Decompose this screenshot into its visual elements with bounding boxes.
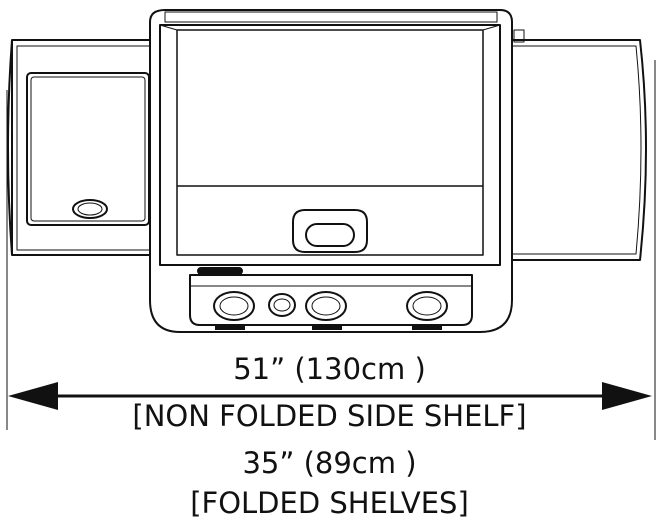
folded-dimension-label: 35” (89cm ) xyxy=(242,446,417,480)
control-knob xyxy=(406,291,448,321)
lid-handle xyxy=(292,209,368,253)
control-knob xyxy=(305,291,347,321)
brand-badge xyxy=(197,267,243,275)
left-side-shelf xyxy=(7,39,161,256)
control-knob xyxy=(268,293,296,317)
folded-dimension-note: [FOLDED SHELVES] xyxy=(190,486,469,520)
grill-lid xyxy=(159,24,501,266)
control-panel xyxy=(189,274,473,326)
width-dimension-note: [NON FOLDED SIDE SHELF] xyxy=(132,399,527,433)
right-side-shelf xyxy=(504,29,647,261)
side-burner-knob xyxy=(72,199,108,219)
width-dimension-label: 51” (130cm ) xyxy=(233,352,426,386)
grill-body xyxy=(149,9,513,333)
control-knob xyxy=(213,291,255,321)
width-dimension-arrow xyxy=(8,382,652,410)
